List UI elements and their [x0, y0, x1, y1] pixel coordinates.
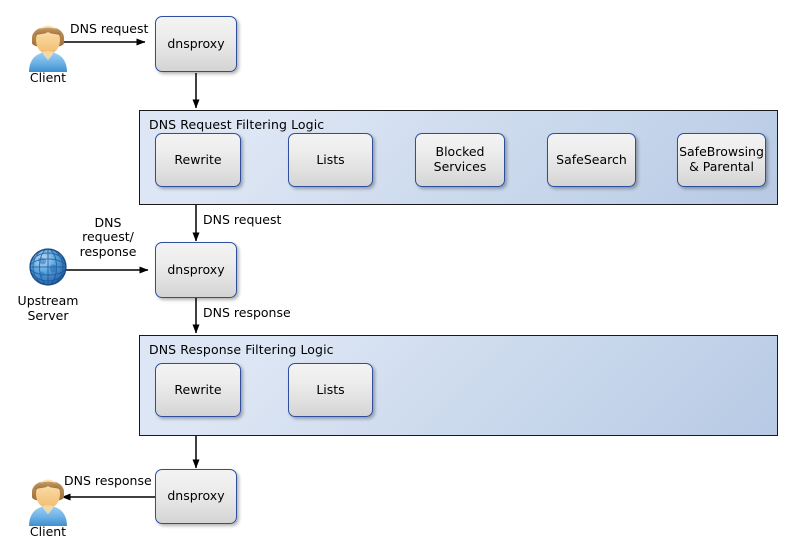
edge-label-dns-request-top: DNS request [70, 21, 149, 36]
edge-label-dns-request-middle: DNS request [203, 212, 282, 227]
stage-label: Rewrite [174, 381, 222, 397]
edge-label-upstream: DNS request/ response [72, 215, 144, 259]
stage-rewrite-response[interactable]: Rewrite [155, 363, 241, 417]
stage-label-line2: & Parental [689, 159, 754, 174]
stage-label: Rewrite [174, 151, 222, 167]
stage-label-line1: SafeBrowsing [679, 144, 764, 160]
stage-blocked-services[interactable]: Blocked Services [415, 133, 505, 187]
response-panel-title: DNS Response Filtering Logic [149, 342, 334, 357]
dnsproxy-node-bottom[interactable]: dnsproxy [155, 469, 237, 524]
stage-label: SafeSearch [556, 151, 627, 167]
stage-safebrowsing-parental[interactable]: SafeBrowsing & Parental [677, 133, 766, 187]
stage-label-line1: Blocked [435, 144, 485, 160]
upstream-edge-line3: response [79, 243, 137, 259]
client-label: Client [29, 524, 67, 539]
upstream-server-label: Upstream Server [6, 293, 90, 324]
stage-label-line2: Services [433, 159, 487, 174]
dns-response-filtering-panel: DNS Response Filtering Logic [139, 335, 778, 436]
upstream-edge-line1: DNS [94, 215, 122, 230]
globe-icon [24, 243, 72, 291]
dnsproxy-label: dnsproxy [167, 261, 225, 277]
stage-rewrite-request[interactable]: Rewrite [155, 133, 241, 187]
stage-lists-request[interactable]: Lists [288, 133, 373, 187]
stage-safesearch[interactable]: SafeSearch [547, 133, 636, 187]
upstream-label-line1: Upstream [17, 293, 79, 308]
upstream-label-line2: Server [27, 307, 69, 323]
edge-label-dns-response-middle: DNS response [203, 305, 291, 320]
user-avatar-icon [22, 470, 74, 526]
dnsproxy-label: dnsproxy [167, 35, 225, 51]
dnsproxy-label: dnsproxy [167, 488, 225, 504]
stage-label: Lists [316, 151, 345, 167]
client-label: Client [29, 70, 67, 85]
stage-label: Lists [316, 381, 345, 397]
user-avatar-icon [22, 16, 74, 72]
request-panel-title: DNS Request Filtering Logic [149, 117, 325, 132]
upstream-edge-line2: request/ [82, 229, 134, 245]
dnsproxy-node-top[interactable]: dnsproxy [155, 16, 237, 72]
dnsproxy-node-middle[interactable]: dnsproxy [155, 242, 237, 298]
edge-label-dns-response-bottom: DNS response [64, 473, 152, 488]
stage-lists-response[interactable]: Lists [288, 363, 373, 417]
